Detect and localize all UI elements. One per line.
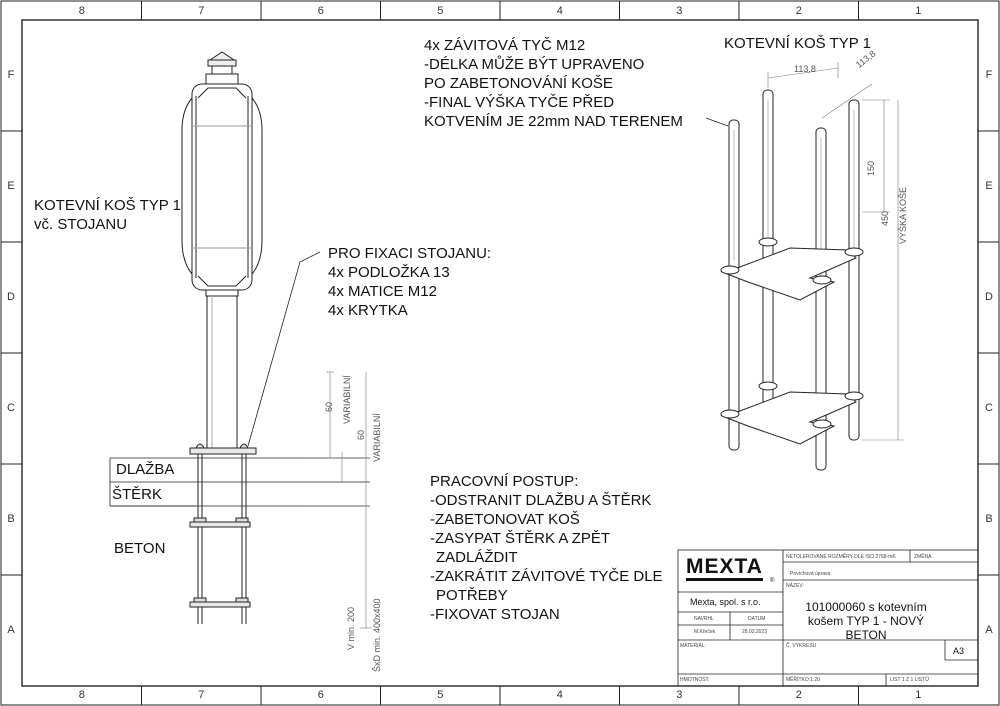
zone-column-label: 3 (676, 5, 683, 17)
drawing-name: 101000060 s kotevním košem TYP 1 - NOVÝ … (786, 600, 946, 642)
name-label: NÁZEV: (786, 583, 804, 589)
dim-60-b: 60 (356, 429, 366, 440)
rod-leader (705, 117, 729, 127)
zone-column-label: 7 (198, 5, 205, 17)
procedure-line: ZADLÁŽDIT (436, 549, 518, 566)
procedure-line: -ZABETONOVAT KOŠ (430, 511, 580, 528)
weight-label: HMOTNOST: (680, 677, 710, 683)
zone-row-label: C (7, 401, 15, 414)
scale-label: MĚŘÍTKO:1:20 (786, 677, 820, 683)
dim-vmin: V min. 200 (346, 606, 356, 650)
procedure-line: -ODSTRANIT DLAŽBU A ŠTĚRK (430, 492, 652, 509)
basket-isometric (720, 89, 864, 471)
drawn-by: M.Křeček (694, 629, 716, 635)
zone-column-label: 7 (198, 689, 205, 701)
fixation-leader (247, 251, 321, 447)
dim-sxd: ŠxD min. 400x400 (372, 598, 382, 672)
drawing-name-line: 101000060 s kotevním (805, 600, 927, 614)
zone-column-label: 8 (78, 5, 85, 17)
dim-60-a: 60 (324, 401, 334, 412)
sheet-size: A3 (953, 646, 965, 656)
left-dimensions (304, 371, 372, 629)
zone-column-label: 6 (317, 5, 324, 17)
zone-column-label: 5 (437, 5, 444, 17)
zone-column-label: 2 (795, 689, 802, 701)
zone-row-label: D (7, 290, 15, 303)
zone-row-label: F (7, 68, 15, 81)
procedure-line: POTŘEBY (436, 587, 508, 604)
zone-column-label: 4 (556, 689, 563, 701)
drawn-label: NAVRHL (694, 616, 714, 622)
zone-column-label: 6 (317, 689, 324, 701)
dim-450: 450 (880, 210, 890, 226)
date-label: DATUM (748, 616, 766, 622)
zone-column-label: 8 (78, 689, 85, 701)
rod-note-line: -FINAL VÝŠKA TYČE PŘED (424, 94, 615, 111)
dim-var-b: VARIABILNÍ (372, 413, 382, 462)
zone-row-label: B (7, 512, 15, 525)
zone-column-label: 5 (437, 689, 444, 701)
zone-row-label: F (985, 68, 993, 81)
layer-paving: DLAŽBA (116, 461, 175, 478)
mexta-logo: MEXTA (686, 556, 763, 581)
rod-note-line: PO ZABETONOVÁNÍ KOŠE (424, 75, 613, 92)
dim-var-a: VARIABILNÍ (342, 375, 352, 424)
procedure-line: -FIXOVAT STOJAN (430, 606, 560, 623)
company-name: Mexta, spol. s r.o. (690, 597, 761, 607)
zone-column-label: 3 (676, 689, 683, 701)
zone-column-label: 4 (556, 5, 563, 17)
zone-column-label: 2 (795, 5, 802, 17)
basket-dimensions (767, 62, 904, 441)
left-title-line: KOTEVNÍ KOŠ TYP 1 (34, 197, 181, 214)
zone-row-label: A (7, 623, 15, 636)
logo-registered-icon: ® (770, 578, 775, 584)
left-title: KOTEVNÍ KOŠ TYP 1 vč. STOJANU (34, 196, 181, 234)
left-title-line: vč. STOJANU (34, 216, 128, 233)
zone-column-label: 1 (915, 5, 922, 17)
basket-title: KOTEVNÍ KOŠ TYP 1 (724, 35, 871, 52)
sheet-count-label: LIST 1 Z 1 LISTŮ (890, 677, 929, 683)
rod-note-line: 4x ZÁVITOVÁ TYČ M12 (424, 37, 586, 54)
zone-row-label: D (985, 290, 993, 303)
zone-row-label: E (7, 179, 15, 192)
drawing-name-line: košem TYP 1 - NOVÝ (807, 614, 925, 628)
layer-gravel: ŠTĚRK (112, 486, 163, 503)
zone-row-label: B (985, 512, 993, 525)
dim-height-label: VÝŠKA KOŠE (898, 186, 908, 244)
dim-113-a: 113,8 (794, 64, 816, 74)
material-label: MATERIÁL: (680, 643, 707, 649)
drawing-name-line: BETON (845, 628, 887, 642)
drawing-number-label: Č. VÝKRESU (786, 643, 817, 649)
zone-row-label: E (985, 179, 993, 192)
dim-150: 150 (866, 160, 876, 176)
zone-row-label: C (985, 401, 993, 414)
change-label: ZMĚNA (914, 554, 932, 560)
surface-label: Povrchová úprava (790, 571, 831, 577)
fixation-line: PRO FIXACI STOJANU: (328, 245, 492, 262)
rod-note-line: KOTVENÍM JE 22mm NAD TERENEM (424, 113, 683, 130)
post-assembly (181, 51, 263, 624)
fixation-line: 4x PODLOŽKA 13 (328, 264, 450, 281)
zone-row-label: A (985, 623, 993, 636)
procedure-line: -ZAKRÁTIT ZÁVITOVÉ TYČE DLE (430, 568, 663, 585)
fixation-note: PRO FIXACI STOJANU: 4x PODLOŽKA 13 4x MA… (328, 244, 491, 320)
fixation-line: 4x MATICE M12 (328, 283, 437, 300)
procedure-line: -ZASYPAT ŠTĚRK A ZPĚT (430, 530, 611, 547)
title-block-lines (677, 549, 979, 687)
procedure-line: PRACOVNÍ POSTUP: (430, 473, 579, 490)
tolerance-note: NETOLEROVANÉ ROZMĚRY DLE ISO 2768-mK (786, 554, 896, 560)
procedure-note: PRACOVNÍ POSTUP: -ODSTRANIT DLAŽBU A ŠTĚ… (430, 472, 663, 624)
layer-concrete: BETON (114, 540, 166, 557)
zone-column-label: 1 (915, 689, 922, 701)
rod-note-line: -DÉLKA MŮŽE BÝT UPRAVENO (424, 56, 645, 73)
fixation-line: 4x KRYTKA (328, 302, 408, 319)
drawing-date: 28.02.2023 (742, 629, 768, 635)
rod-note: 4x ZÁVITOVÁ TYČ M12 -DÉLKA MŮŽE BÝT UPRA… (424, 36, 683, 131)
